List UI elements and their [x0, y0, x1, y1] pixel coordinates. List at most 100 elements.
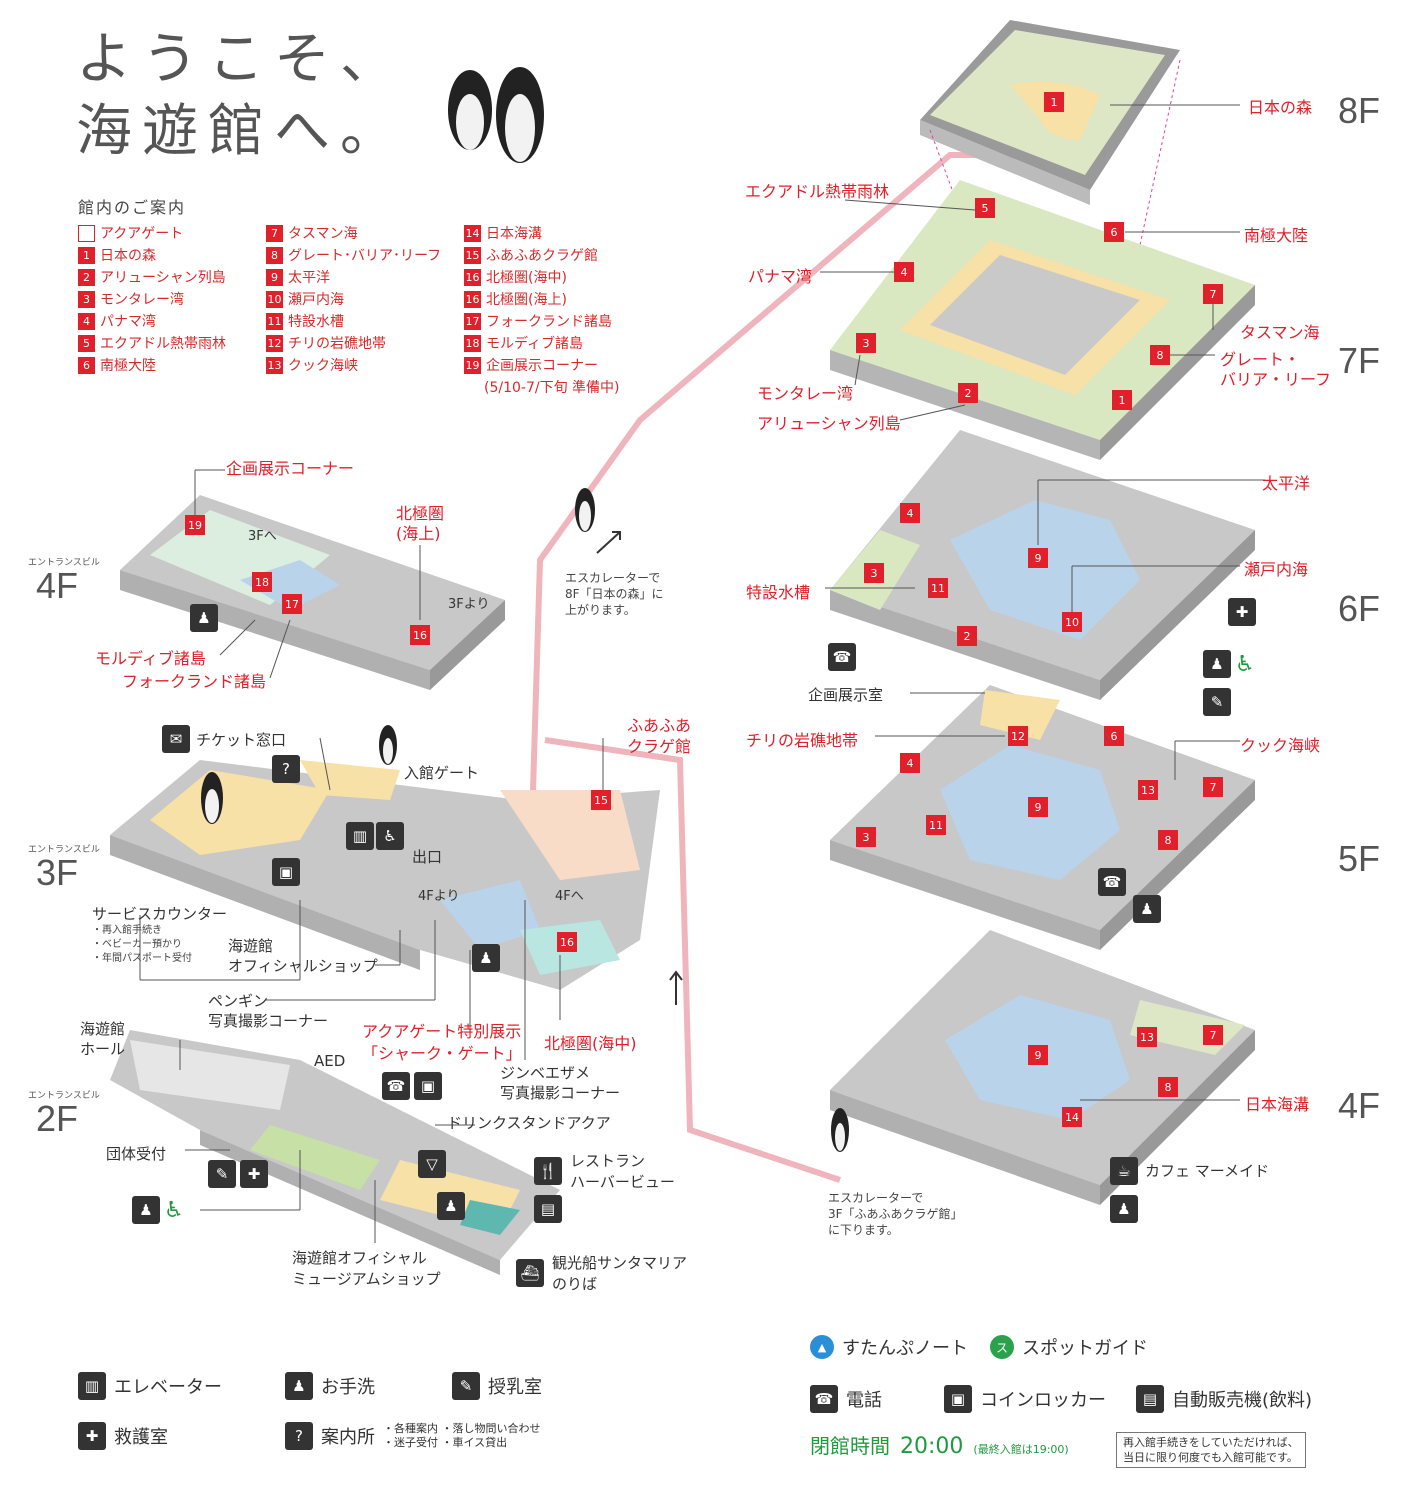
locker-icon-3f: ▣ — [272, 858, 300, 886]
first-aid-icon: ✚ — [1228, 598, 1256, 626]
label-exit: 出口 — [412, 848, 443, 866]
label-hall-1: 海遊館 — [80, 1020, 126, 1038]
label-nihon-no-mori: 日本の森 — [1248, 98, 1313, 117]
toilet-icon-5f: ♟ — [1133, 895, 1161, 923]
penguin-illustration — [201, 67, 849, 1152]
guide-num: 19 — [464, 356, 481, 374]
floor-3f-left-block — [110, 760, 660, 990]
phone-icon: ☎ — [810, 1385, 838, 1413]
info-icon: ? — [285, 1422, 313, 1450]
phone-icon-5f: ☎ — [1098, 868, 1126, 896]
label-great-2: バリア・リーフ — [1220, 370, 1332, 389]
guide-label: ふあふあクラゲ館 — [486, 248, 598, 264]
cafe-icon: ☕ — [1110, 1157, 1138, 1185]
toilet-icon: ♟ — [190, 604, 218, 632]
guide-label: 太平洋 — [288, 270, 330, 286]
vending-icon: ▤ — [1136, 1385, 1164, 1413]
exhibit-tag-17: 17 — [282, 594, 302, 614]
nursing-firstaid-icons: ✎ ✚ — [208, 1160, 268, 1188]
exhibit-tag-11: 11 — [926, 815, 946, 835]
label-hokkyoku-jou-2: (海上) — [396, 524, 441, 543]
restaurant: 🍴 レストラン ハーバービュー — [534, 1150, 675, 1192]
label-taiheiyo: 太平洋 — [1262, 474, 1311, 493]
guide-num — [78, 224, 95, 242]
escalator-path-down — [544, 737, 841, 1183]
label-hall-2: ホール — [80, 1040, 126, 1058]
label-monterey: モンタレー湾 — [757, 384, 854, 403]
guide-item: アクアゲート — [78, 222, 268, 244]
exhibit-tag-9: 9 — [1028, 797, 1048, 817]
label-kurage-2: クラゲ館 — [627, 737, 692, 756]
guide-label: モンタレー湾 — [100, 292, 184, 308]
guide-item: 11 特設水槽 — [266, 310, 466, 332]
legend-elevator: ▥ エレベーター — [78, 1372, 222, 1400]
guide-num: 17 — [464, 312, 481, 330]
guide-label: 日本の森 — [100, 248, 156, 264]
label-ecuador: エクアドル熱帯雨林 — [745, 182, 890, 201]
ticket-icon: ✉ — [162, 725, 190, 753]
first-aid-icon: ✚ — [240, 1160, 268, 1188]
legend-phone: ☎ 電話 — [810, 1385, 882, 1413]
label-jinbei-1: ジンベエザメ — [500, 1064, 591, 1082]
label-shop-1: 海遊館 — [228, 937, 274, 955]
guide-label: アクアゲート — [100, 226, 184, 242]
floor-label-8f: 8F — [1338, 90, 1381, 131]
guide-num: 16 — [464, 290, 481, 308]
label-great-1: グレート・ — [1220, 350, 1301, 369]
guide-num: 11 — [266, 312, 283, 330]
label-tokusetsu: 特設水槽 — [746, 583, 811, 602]
label-hokkyoku-chu: 北極圏(海中) — [544, 1034, 637, 1053]
label-to-4f: 4Fへ — [555, 889, 584, 904]
guide-label: 特設水槽 — [288, 314, 344, 330]
legend-first-aid: ✚ 救護室 — [78, 1422, 168, 1450]
label-kikaku-corner: 企画展示コーナー — [226, 459, 355, 478]
locker-icon: ▣ — [944, 1385, 972, 1413]
exhibit-tag-7: 7 — [1203, 1025, 1223, 1045]
exhibit-tag-16: 16 — [410, 625, 430, 645]
boat-terminal: ⛴ 観光船サンタマリア のりば — [516, 1252, 687, 1294]
label-from-3f: 3Fより — [448, 597, 490, 612]
nursing-icon: ✎ — [208, 1160, 236, 1188]
escalator-note-down: エスカレーターで 3F「ふあふあクラゲ館」 に下ります。 — [828, 1191, 963, 1237]
wheelchair-icon: ♿ — [164, 1197, 184, 1223]
floor-5f-block — [830, 685, 1255, 950]
label-ticket: ✉ チケット窓口 — [162, 725, 286, 753]
label-falkland: フォークランド諸島 — [122, 672, 267, 691]
exhibit-tag-9: 9 — [1028, 548, 1048, 568]
guide-label: 北極圏(海上) — [486, 292, 567, 308]
label-cook: クック海峡 — [1240, 736, 1321, 755]
toilet-icon: ♟ — [472, 944, 500, 972]
exhibit-tag-6: 6 — [1104, 222, 1124, 242]
exhibit-tag-11: 11 — [928, 578, 948, 598]
nursing-icon: ✎ — [1203, 688, 1231, 716]
toilet-icon-3f: ♟ — [472, 944, 500, 972]
guide-num: 5 — [78, 334, 95, 352]
exhibit-tag-8: 8 — [1158, 1077, 1178, 1097]
label-kurage-1: ふあふあ — [627, 716, 692, 735]
closing-time: 閉館時間 20:00 (最終入館は19:00) — [810, 1434, 1069, 1459]
guide-num: 18 — [464, 334, 481, 352]
exhibit-tag-4: 4 — [900, 753, 920, 773]
legend-vending: ▤ 自動販売機(飲料) — [1136, 1385, 1312, 1413]
exhibit-tag-8: 8 — [1158, 830, 1178, 850]
label-museum-1: 海遊館オフィシャル — [292, 1249, 427, 1267]
guide-label: チリの岩礁地帯 — [288, 336, 386, 352]
guide-num: 15 — [464, 246, 481, 264]
exhibit-tag-6: 6 — [1104, 726, 1124, 746]
label-aquagate-2: 「シャーク・ゲート」 — [362, 1044, 522, 1063]
label-panama: パナマ湾 — [748, 267, 813, 286]
nursing-icon-6f: ✎ — [1203, 688, 1231, 716]
floor-label-3f-left: 3F — [36, 852, 79, 893]
